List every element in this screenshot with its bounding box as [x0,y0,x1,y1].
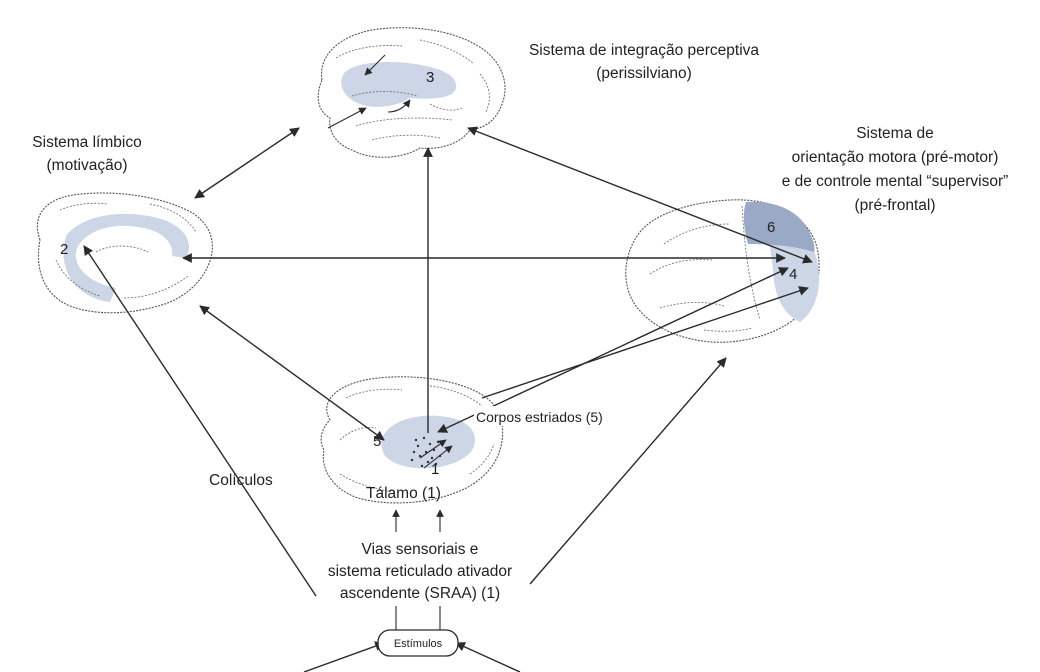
region-number-2: 2 [60,241,68,258]
arrow-limbic-striatum [200,306,384,440]
arrow-stimulus-left [304,643,384,672]
colliculi-label: Colículos [209,472,273,489]
limbic-system-label-line1: Sistema límbico [32,134,141,151]
perceptual-system-label-line2: (perissilviano) [596,65,692,82]
stimuli-label: Estímulos [394,638,443,650]
region-number-4: 4 [789,266,797,283]
region-number-1: 1 [431,461,439,478]
motor-system-label-line4: (pré-frontal) [855,197,936,214]
limbic-system-label-line2: (motivação) [47,157,128,174]
region-number-6: 6 [767,219,775,236]
arrow-colliculi-limbic [84,246,316,596]
perceptual-system-label-line1: Sistema de integração perceptiva [529,42,759,59]
motor-system-label-line1: Sistema de [856,125,934,142]
arrow-limbic-perceptual [195,128,299,198]
brain-top-perisylvian [318,28,505,158]
thalamus-label: Tálamo (1) [366,485,441,502]
sensory-label-line1: Vias sensoriais e [362,541,479,558]
arrow-stimulus-right [456,643,520,672]
striatum-label: Corpos estriados (5) [476,409,603,425]
sensory-label-line3: ascendente (SRAA) (1) [340,585,500,602]
motor-system-label-line2: orientação motora (pré-motor) [792,149,999,166]
sensory-label-line2: sistema reticulado ativador [328,563,512,580]
motor-system-label-line3: e de controle mental “supervisor” [782,173,1009,190]
region-number-3: 3 [426,69,434,86]
arrow-sraa-prefrontal [530,358,726,584]
